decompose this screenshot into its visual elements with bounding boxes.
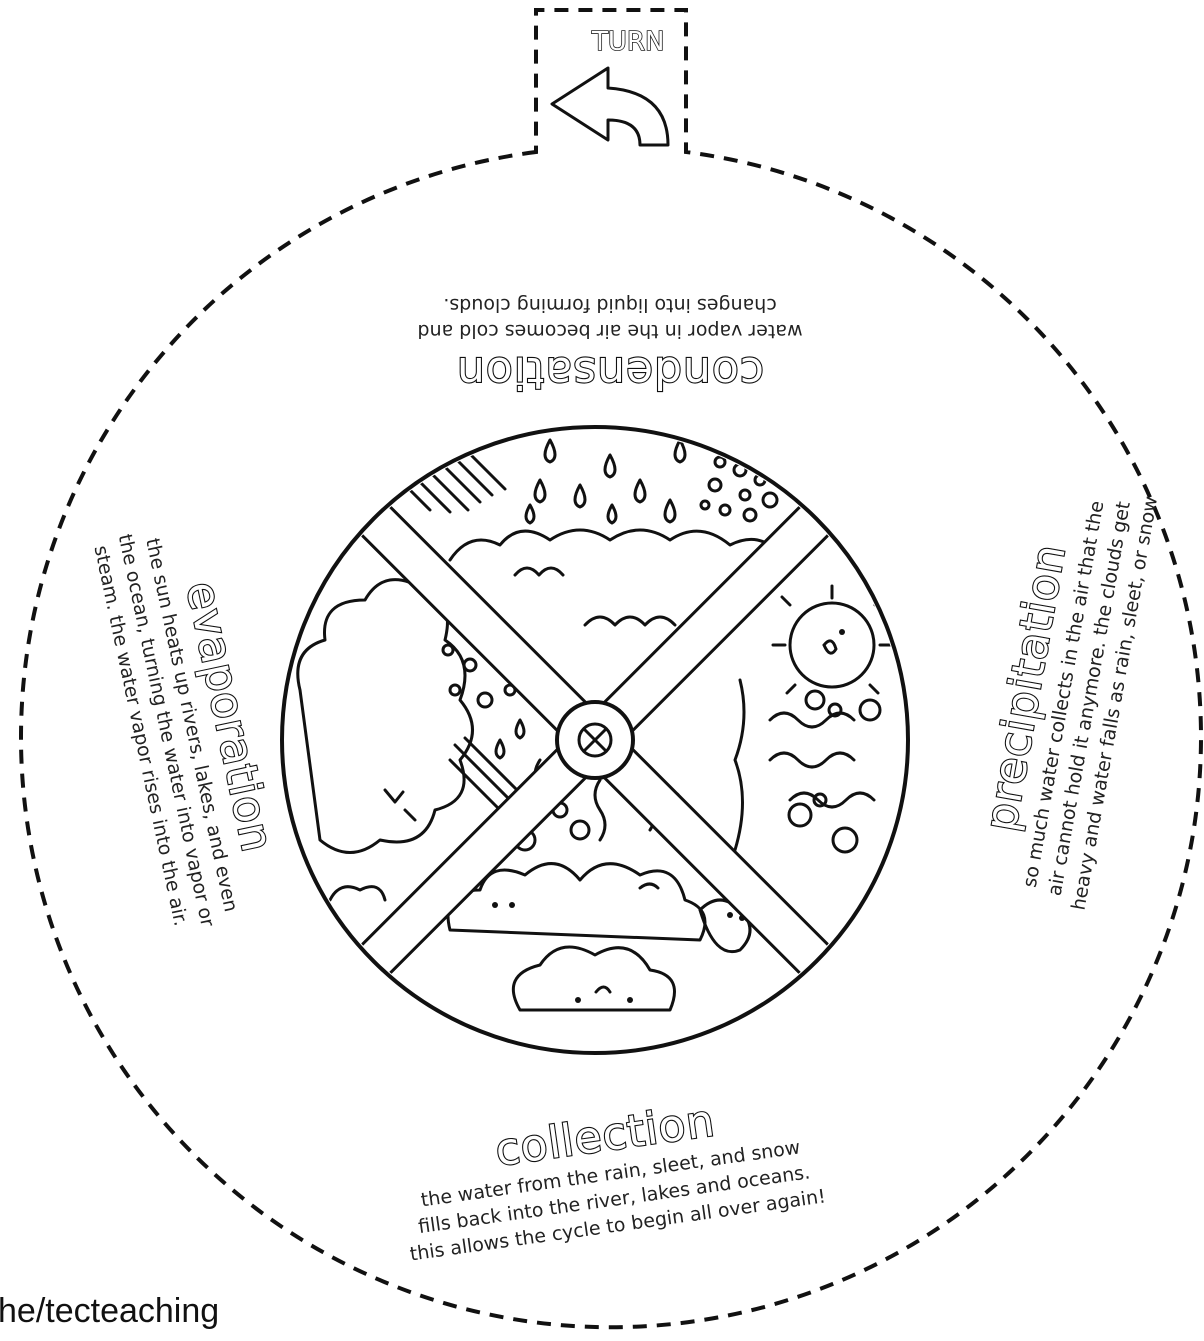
turn-tab[interactable]: TURN	[552, 27, 668, 145]
evaporation-label-group: evaporation the sun heats up rivers, lak…	[88, 516, 296, 935]
condensation-line-2: changes into liquid forming clouds.	[443, 294, 776, 316]
turn-label: TURN	[591, 27, 664, 57]
inner-wheel	[282, 427, 908, 1053]
credit-text: he/tecteaching	[0, 1292, 219, 1331]
condensation-title: condensation	[456, 347, 764, 398]
condensation-label-group: condensation water vapor in the air beco…	[417, 294, 802, 398]
left-arrow-icon	[552, 68, 668, 145]
condensation-line-1: water vapor in the air becomes cold and	[417, 320, 802, 342]
center-fastener-icon	[557, 702, 633, 778]
collection-label-group: collection the water from the rain, slee…	[394, 1081, 827, 1265]
precipitation-label-group: precipitation so much water collects in …	[964, 476, 1162, 911]
